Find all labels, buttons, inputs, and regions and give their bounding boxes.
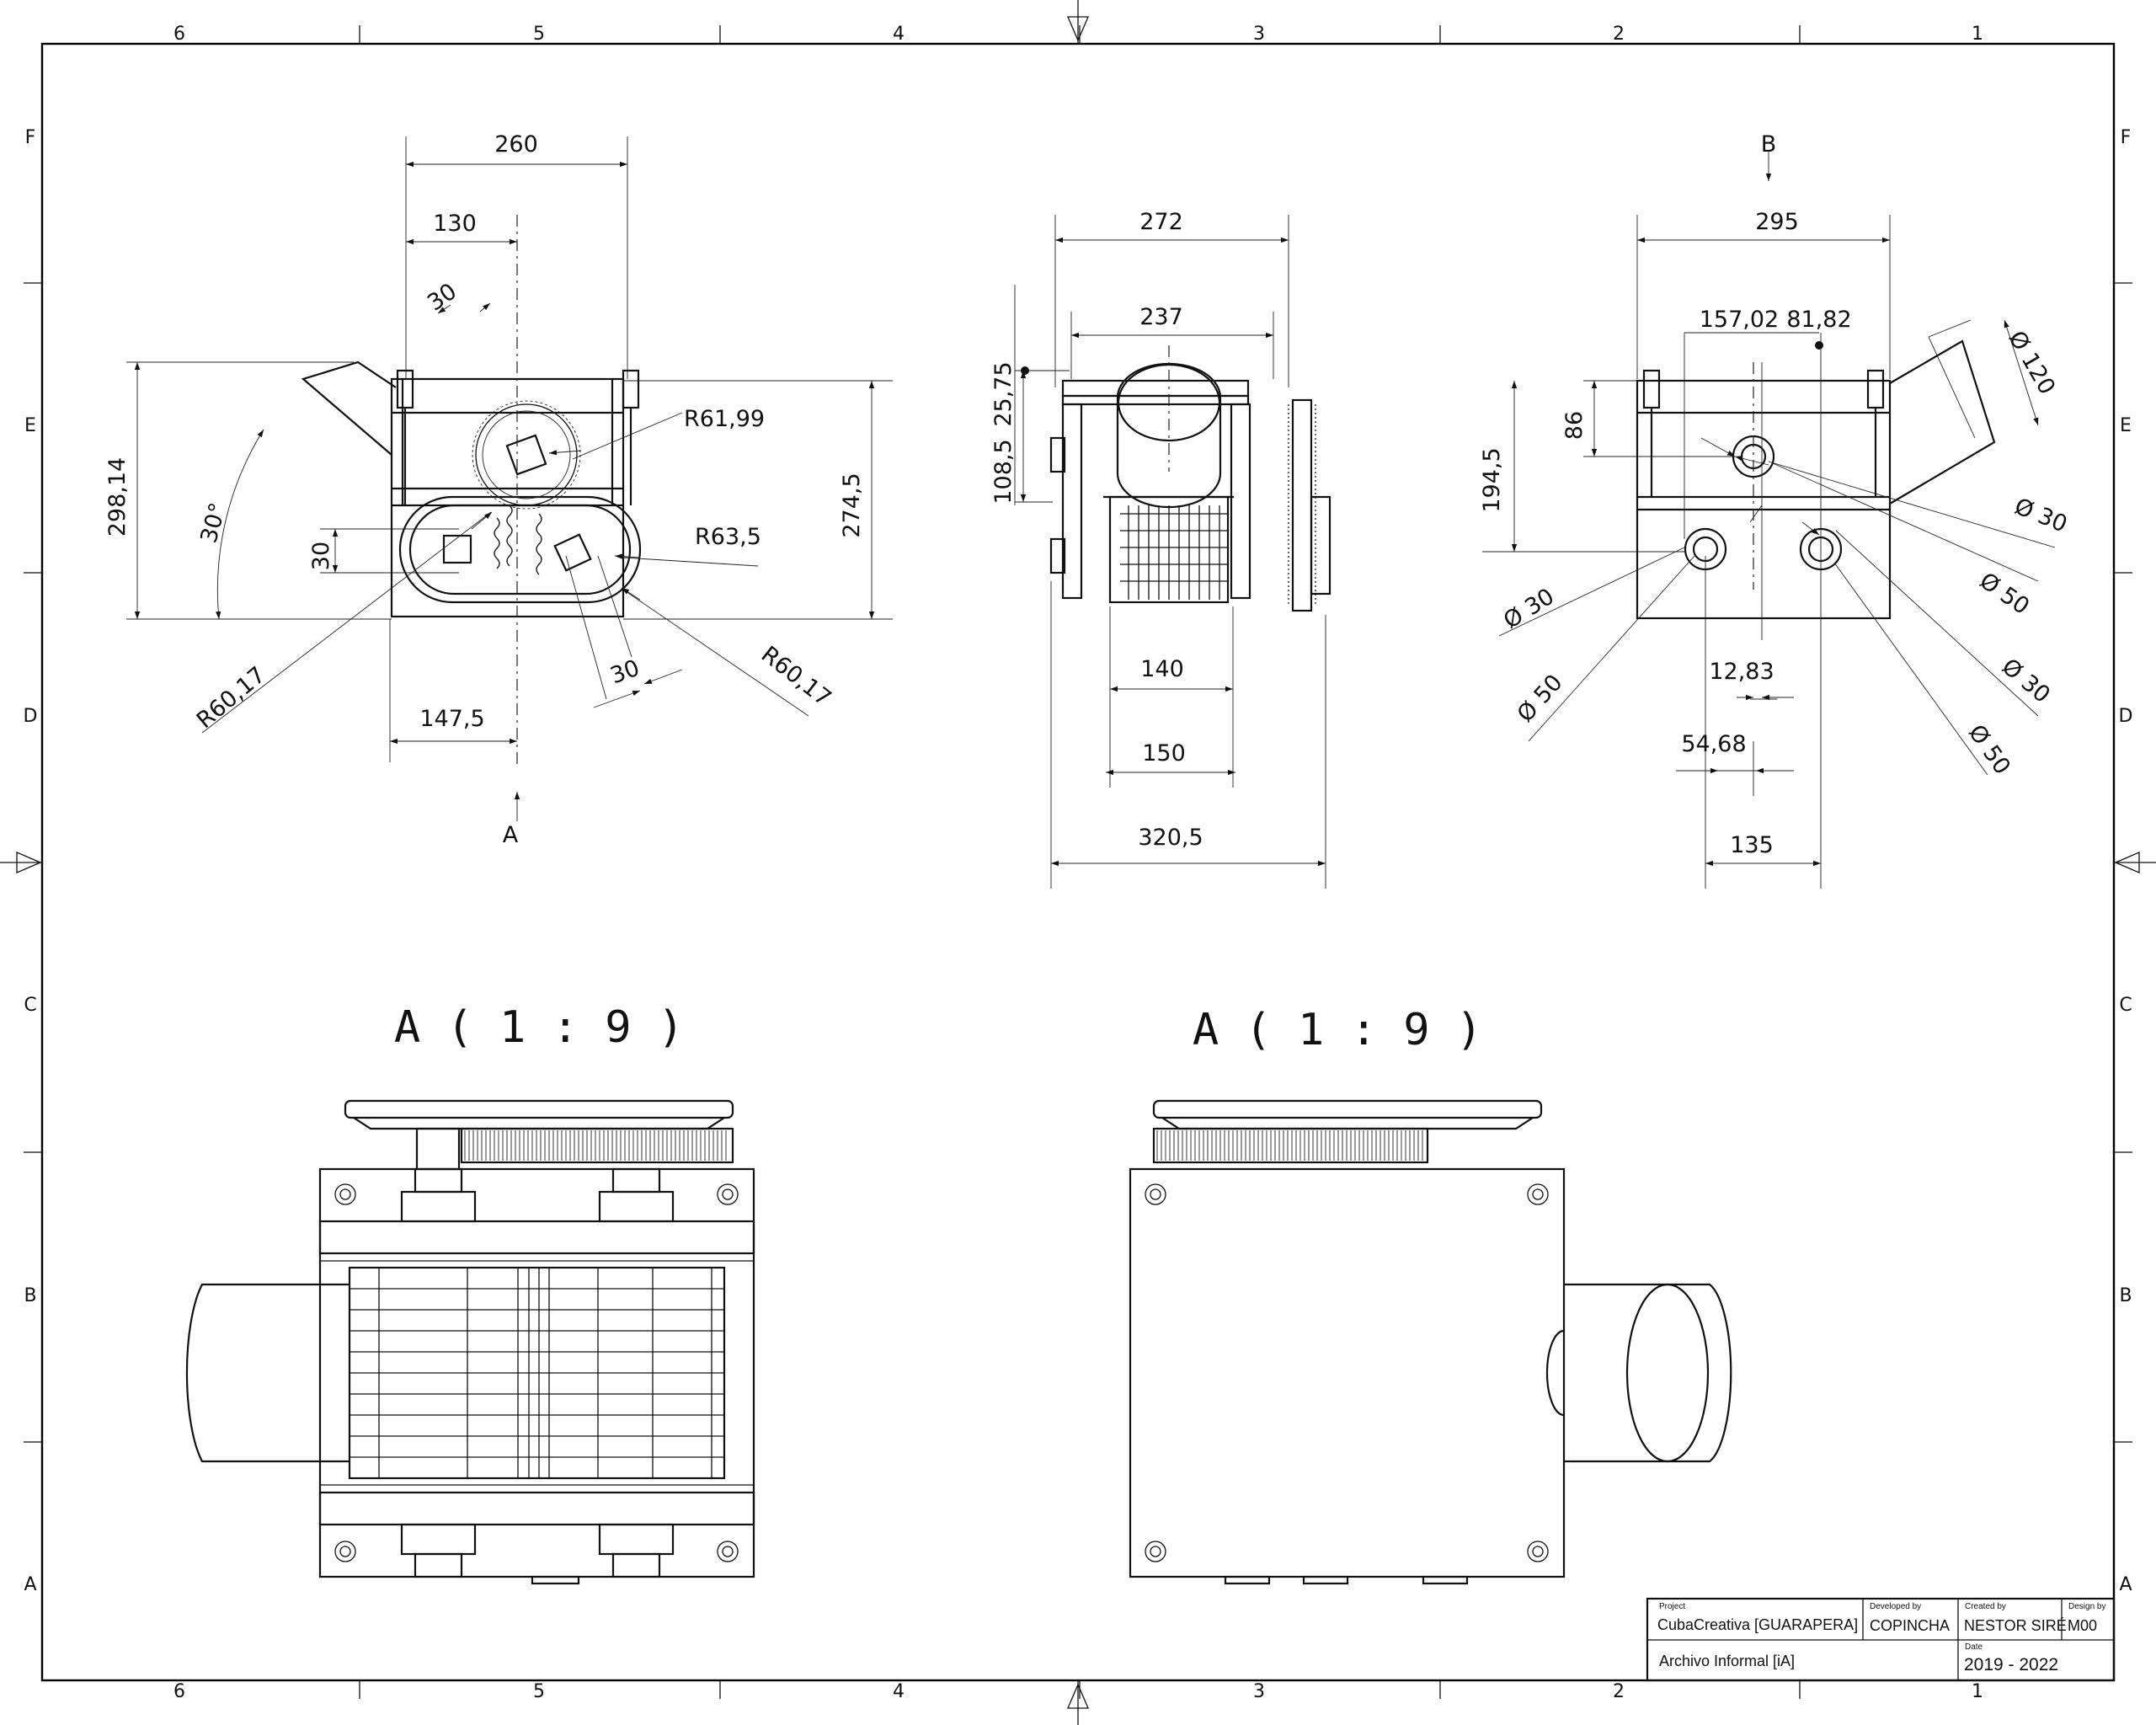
dim-237: 237 (1139, 304, 1183, 330)
section-arrow-a: A (503, 822, 519, 848)
tb-design: M00 (2068, 1617, 2097, 1634)
tb-date-caption: Date (1965, 1642, 1983, 1652)
roller-left (442, 505, 513, 569)
zone-col-top-1: 1 (1972, 24, 1983, 45)
dim-194-5: 194,5 (1479, 447, 1505, 512)
dim-30-top: 30 (423, 278, 462, 316)
zone-col-top-2: 2 (1613, 24, 1625, 45)
dim-150: 150 (1142, 740, 1186, 766)
dim-dia-50-c: Ø 50 (1963, 720, 2015, 779)
zone-row-left-C: C (24, 995, 36, 1016)
gear-large (472, 400, 581, 510)
tb-developed-caption: Developed by (1870, 1602, 1921, 1611)
zone-row-right-E: E (2120, 415, 2132, 436)
dim-dia-30-b: Ø 30 (1499, 584, 1559, 634)
zone-row-left-E: E (24, 415, 36, 436)
gear-teeth-right (1156, 1130, 1423, 1161)
tb-developed: COPINCHA (1870, 1617, 1950, 1634)
dim-274-5: 274,5 (839, 473, 865, 537)
roller-right (536, 513, 592, 575)
dim-dia-50-b: Ø 50 (1513, 670, 1568, 727)
section-view-right (1129, 1099, 1732, 1585)
dim-dia-120: Ø 120 (2004, 327, 2061, 399)
dim-r60-17-left: R60,17 (192, 662, 271, 734)
zone-col-bottom-4: 4 (893, 1681, 905, 1702)
dim-angle-30: 30° (196, 500, 232, 546)
dim-295: 295 (1755, 209, 1799, 235)
zone-col-bottom-2: 2 (1613, 1681, 1625, 1702)
dim-140: 140 (1140, 656, 1184, 682)
zone-row-right-D: D (2119, 706, 2133, 727)
dim-54-68: 54,68 (1681, 731, 1746, 757)
zone-col-top-6: 6 (173, 24, 185, 45)
gear-teeth-left (464, 1130, 727, 1161)
dim-r63-5: R63,5 (695, 524, 761, 550)
tb-created: NESTOR SIRÉ (1964, 1617, 2067, 1634)
dim-dia-30-c: Ø 30 (1997, 654, 2055, 708)
section-arrow-b: B (1761, 131, 1777, 158)
zone-row-right-B: B (2119, 1285, 2132, 1306)
zone-col-top-5: 5 (533, 24, 545, 45)
section-view-left (185, 1099, 755, 1585)
zone-col-bottom-5: 5 (533, 1681, 545, 1702)
zone-col-top-4: 4 (893, 24, 905, 45)
dim-12-83: 12,83 (1709, 659, 1774, 685)
dim-25-75: 25,75 (990, 361, 1017, 426)
dim-135: 135 (1730, 832, 1774, 858)
tb-subtitle: Archivo Informal [iA] (1659, 1653, 1795, 1669)
zone-col-top-3: 3 (1253, 24, 1265, 45)
zone-row-right-F: F (2121, 127, 2132, 148)
tb-design-caption: Design by (2068, 1602, 2105, 1611)
zone-col-bottom-3: 3 (1253, 1681, 1265, 1702)
dim-108-5: 108,5 (990, 439, 1017, 504)
tb-project: CubaCreativa [GUARAPERA] (1657, 1616, 1858, 1633)
zone-col-bottom-1: 1 (1972, 1681, 1983, 1702)
zone-row-right-A: A (2119, 1574, 2132, 1595)
dim-157-02: 157,02 (1700, 307, 1779, 333)
zone-row-left-B: B (24, 1285, 36, 1306)
tb-project-caption: Project (1659, 1602, 1685, 1611)
title-block: Project CubaCreativa [GUARAPERA] Develop… (1646, 1597, 2116, 1682)
dim-130: 130 (433, 211, 477, 237)
right-view: B 295 157,02 81,82 Ø 120 86 194,5 Ø 30 Ø… (1479, 131, 2071, 889)
tb-created-caption: Created by (1965, 1602, 2006, 1611)
zone-row-left-F: F (25, 127, 36, 148)
dim-r60-17-right: R60,17 (756, 642, 836, 713)
zone-col-bottom-6: 6 (173, 1681, 185, 1702)
dim-86: 86 (1561, 411, 1588, 440)
zone-row-left-D: D (24, 706, 38, 727)
dim-dia-30-a: Ø 30 (2011, 494, 2071, 538)
dim-298-14: 298,14 (104, 457, 131, 537)
dim-320-5: 320,5 (1138, 825, 1203, 851)
dim-272: 272 (1139, 209, 1183, 235)
section-label-left: A ( 1 : 9 ) (394, 1002, 684, 1053)
dim-30-left: 30 (308, 542, 334, 570)
dim-260: 260 (494, 131, 538, 158)
dim-r61-99: R61,99 (684, 406, 765, 432)
tb-date: 2019 - 2022 (1964, 1655, 2058, 1674)
dim-30-bottom: 30 (607, 655, 643, 690)
zone-row-left-A: A (24, 1574, 36, 1595)
side-view: 272 237 25,75 108,5 140 150 320,5 (990, 209, 1331, 889)
dim-147-5: 147,5 (419, 706, 484, 732)
section-label-right: A ( 1 : 9 ) (1193, 1005, 1482, 1055)
dim-81-82: 81,82 (1786, 307, 1851, 333)
front-view: 260 130 30 R61,99 298,14 30° 30 R63,5 27… (104, 131, 893, 848)
zone-row-right-C: C (2119, 995, 2132, 1016)
